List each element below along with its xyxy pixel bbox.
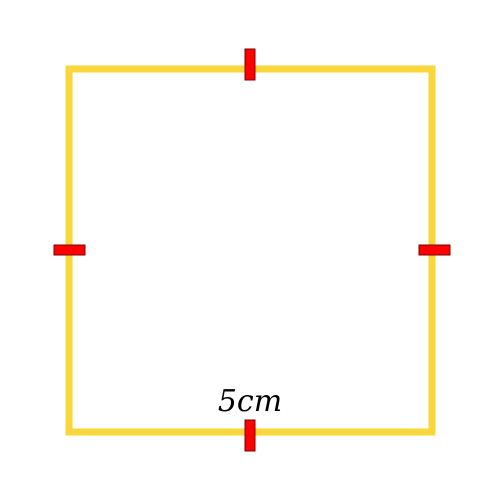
- tick-mark-bottom: [244, 419, 256, 452]
- tick-mark-top: [244, 48, 256, 81]
- side-length-label: 5cm: [218, 384, 282, 419]
- tick-mark-left: [53, 244, 86, 256]
- square-outline: [65, 65, 436, 436]
- tick-mark-right: [418, 244, 451, 256]
